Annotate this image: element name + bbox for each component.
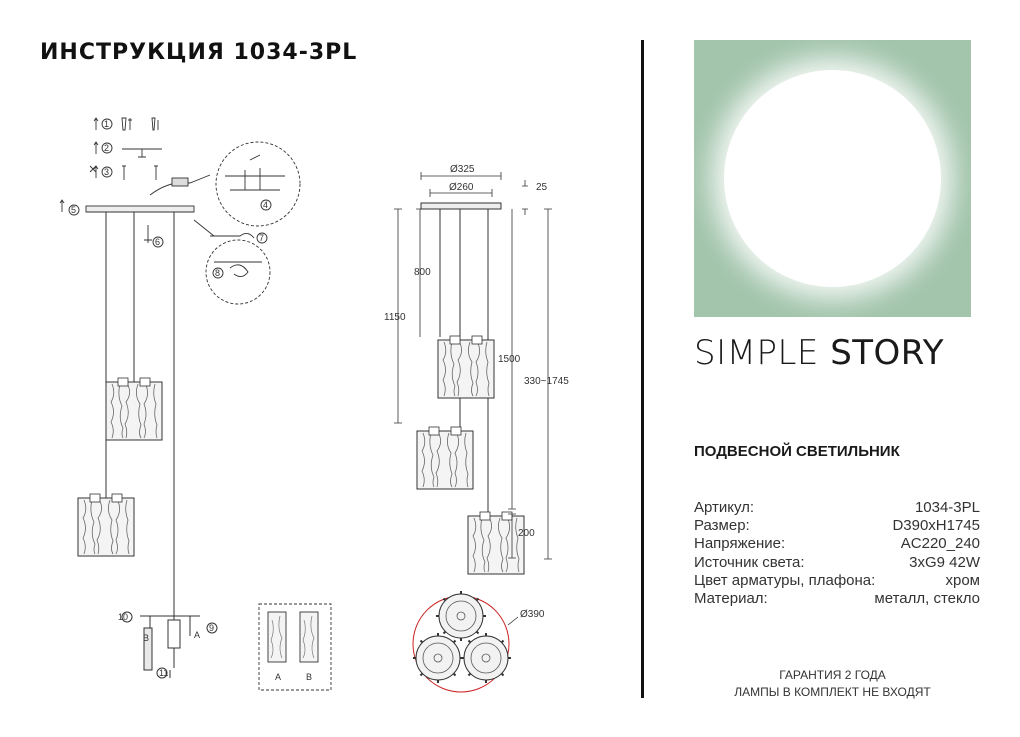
dim-d-inner: Ø260 [449, 182, 474, 193]
spec-row-voltage: Напряжение: AC220_240 [694, 535, 980, 553]
shade-label-a: A [275, 672, 281, 682]
spec-label: Цвет арматуры, плафона: [694, 571, 876, 589]
step-6-label: 6 [155, 237, 160, 247]
footer-notes: ГАРАНТИЯ 2 ГОДА ЛАМПЫ В КОМПЛЕКТ НЕ ВХОД… [694, 667, 971, 701]
vertical-divider [641, 40, 644, 698]
brand-logo [694, 40, 971, 317]
spec-value: металл, стекло [874, 590, 980, 608]
step-3-label: 3 [104, 167, 109, 177]
logo-circle [724, 70, 941, 287]
dim-shade: 200 [518, 528, 535, 539]
assembled-fixture [77, 212, 218, 679]
spec-row-light-source: Источник света: 3xG9 42W [694, 554, 980, 572]
brand-word-1: SIMPLE [694, 333, 819, 373]
spec-row-size: Размер: D390xH1745 [694, 517, 980, 535]
spec-row-article: Артикул: 1034-3PL [694, 499, 980, 517]
spec-label: Материал: [694, 590, 768, 608]
spec-label: Артикул: [694, 499, 755, 516]
lamps-note: ЛАМПЫ В КОМПЛЕКТ НЕ ВХОДЯТ [734, 685, 931, 699]
top-view [412, 590, 519, 693]
step-7-label: 7 [259, 233, 264, 243]
brand-word-2: STORY [830, 333, 945, 373]
wire-label-a: A [194, 630, 200, 640]
spec-row-color: Цвет арматуры, плафона: хром [694, 572, 980, 590]
dim-total-d: Ø390 [520, 609, 545, 620]
assembly-steps [59, 117, 301, 305]
brand-name: SIMPLE STORY [694, 333, 984, 373]
technical-drawing: 1 2 3 4 5 6 7 8 9 10 11 B A A B [59, 117, 569, 693]
dimension-drawing [394, 172, 552, 575]
step-2-label: 2 [104, 143, 109, 153]
dim-d-outer: Ø325 [450, 164, 475, 175]
shade-detail-box [258, 603, 332, 691]
step-9-label: 9 [209, 623, 214, 633]
dim-mid: 1150 [384, 312, 406, 323]
spec-label: Размер: [694, 517, 750, 535]
page-title: ИНСТРУКЦИЯ 1034-3PL [40, 40, 358, 65]
step-numbers: 1 2 3 4 5 6 7 8 9 10 11 [71, 119, 268, 678]
step-5-label: 5 [71, 205, 76, 215]
spec-label: Напряжение: [694, 535, 786, 553]
spec-value: 3xG9 42W [909, 553, 980, 571]
dim-long: 1500 [498, 354, 521, 365]
spec-value: D390xH1745 [892, 517, 980, 535]
spec-label: Источник света: [694, 553, 805, 571]
spec-row-material: Материал: металл, стекло [694, 590, 980, 608]
wire-label-b: B [143, 633, 149, 643]
step-4-label: 4 [263, 200, 268, 210]
spec-table: Артикул: 1034-3PL Размер: D390xH1745 Нап… [694, 499, 980, 608]
shade-label-b: B [306, 672, 312, 682]
dim-range: 330~1745 [524, 376, 569, 387]
spec-value: AC220_240 [900, 535, 980, 553]
warranty-text: ГАРАНТИЯ 2 ГОДА [779, 668, 886, 682]
step-11-label: 11 [159, 668, 168, 678]
product-type: ПОДВЕСНОЙ СВЕТИЛЬНИК [694, 443, 900, 460]
step-10-label: 10 [118, 612, 128, 622]
dim-short: 800 [414, 267, 431, 278]
step-8-label: 8 [215, 268, 220, 278]
spec-value: 1034-3PL [914, 499, 980, 516]
dim-canopy: 25 [536, 182, 548, 193]
spec-value: хром [945, 571, 981, 589]
step-1-label: 1 [104, 119, 109, 129]
